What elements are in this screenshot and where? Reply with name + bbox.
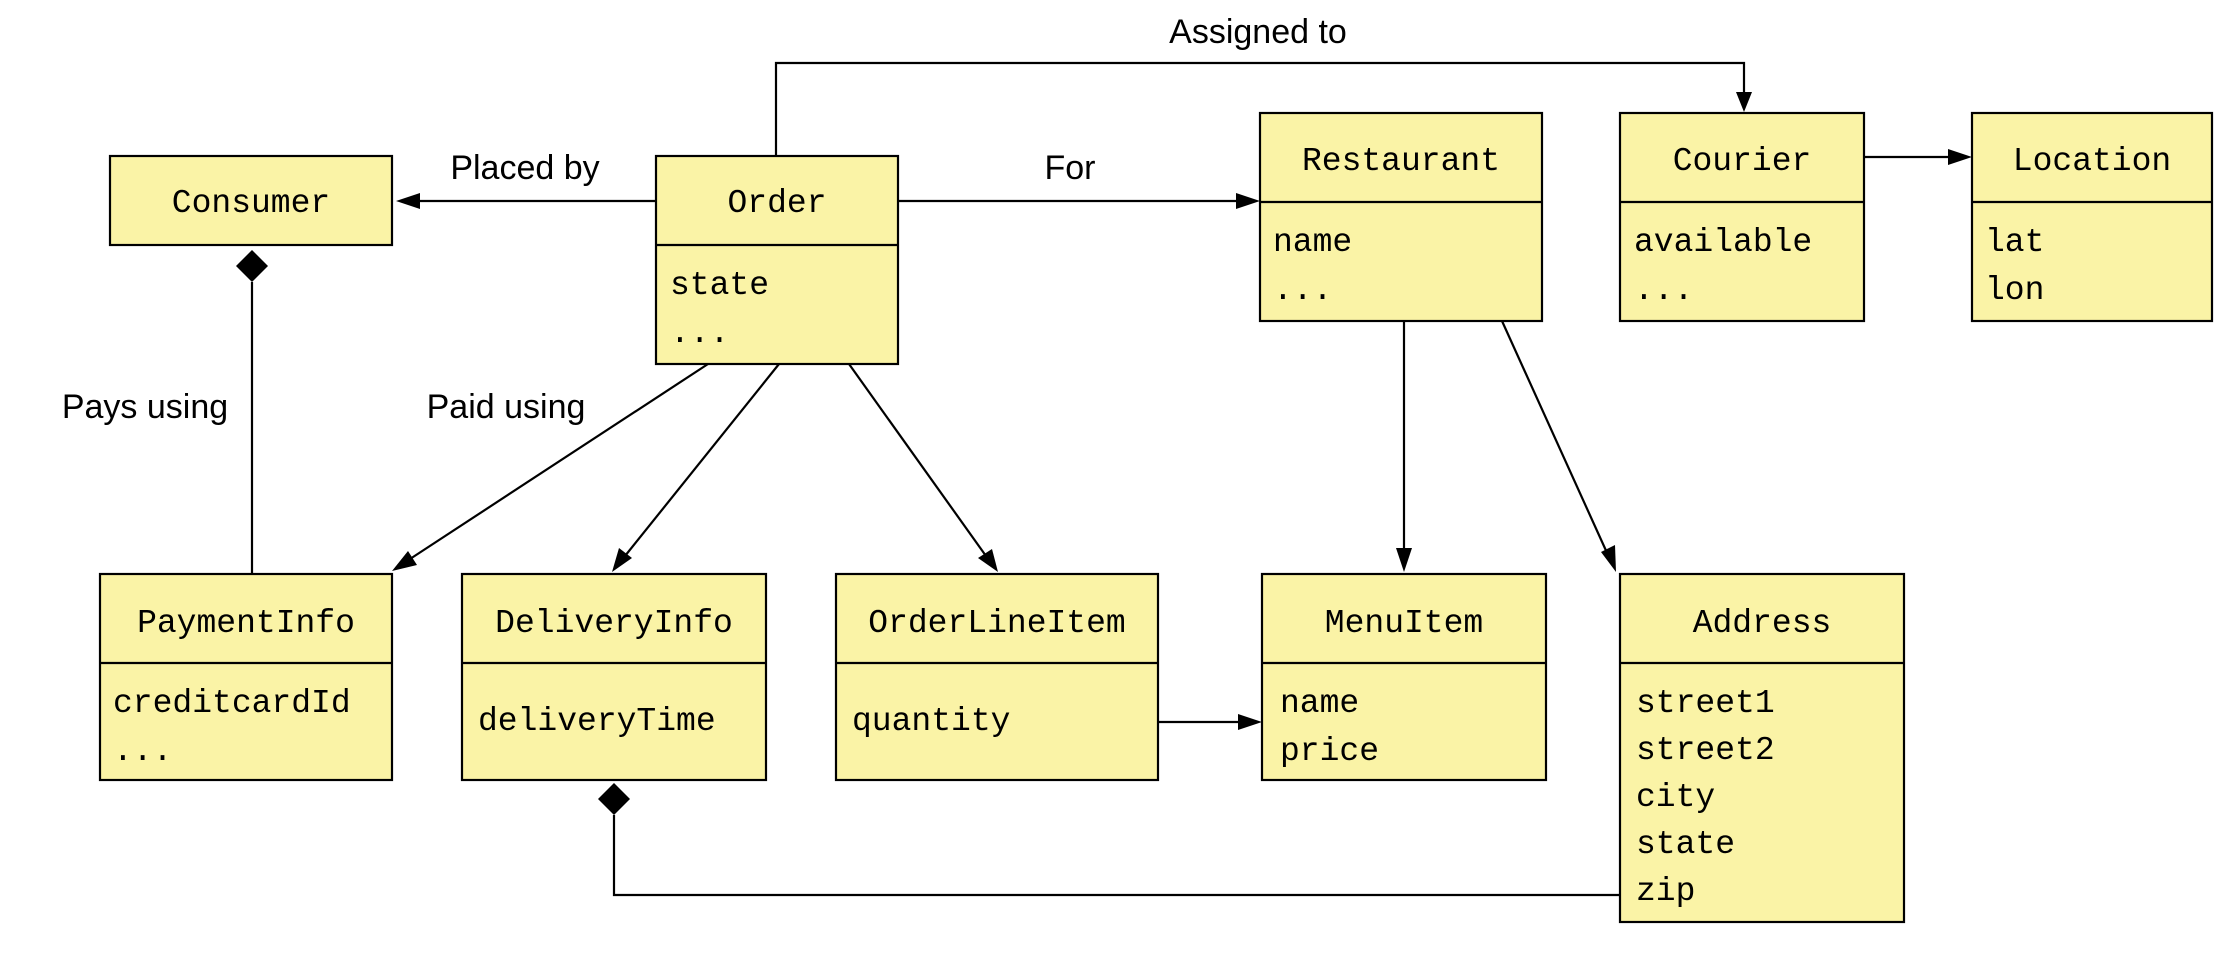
class-restaurant-attr: ... xyxy=(1273,272,1332,309)
class-paymentinfo: PaymentInfo creditcardId ... xyxy=(98,572,394,782)
edge-deliveryinfo-address xyxy=(612,815,1620,897)
class-deliveryinfo-attr: deliveryTime xyxy=(478,703,716,740)
arrowhead-order-courier xyxy=(1736,92,1752,112)
class-courier-attr: ... xyxy=(1634,272,1693,309)
arrowhead-order-paymentinfo xyxy=(392,551,417,571)
class-restaurant: Restaurant name ... xyxy=(1258,111,1544,323)
class-paymentinfo-name: PaymentInfo xyxy=(137,605,355,642)
class-menuitem: MenuItem name price xyxy=(1260,572,1548,782)
class-paymentinfo-attr: creditcardId xyxy=(113,685,351,722)
class-location-name: Location xyxy=(2013,143,2171,180)
class-courier-attr: available xyxy=(1634,224,1812,261)
class-location-attr: lon xyxy=(1985,272,2044,309)
class-orderlineitem: OrderLineItem quantity xyxy=(834,572,1160,782)
label-paid-using: Paid using xyxy=(427,388,586,426)
class-consumer: Consumer xyxy=(108,154,394,247)
arrowhead-order-restaurant xyxy=(1236,193,1260,209)
class-address-attr: street2 xyxy=(1636,732,1775,769)
arrowhead-orderlineitem-menuitem xyxy=(1238,714,1262,730)
class-consumer-name: Consumer xyxy=(172,185,330,222)
label-for: For xyxy=(1045,149,1096,187)
label-pays-using: Pays using xyxy=(62,388,228,426)
arrowhead-order-consumer xyxy=(396,193,420,209)
class-location-attr: lat xyxy=(1985,224,2044,261)
class-order-name: Order xyxy=(727,185,826,222)
class-address: Address street1 street2 city state zip xyxy=(1618,572,1906,924)
arrowhead-order-orderlineitem xyxy=(978,549,998,572)
edge-restaurant-address xyxy=(1500,320,1610,556)
composition-diamond-consumer xyxy=(236,250,268,282)
class-order-attr: state xyxy=(670,267,769,304)
arrowhead-order-deliveryinfo xyxy=(612,548,632,572)
class-order-attr: ... xyxy=(670,315,729,352)
class-address-attr: street1 xyxy=(1636,685,1775,722)
edge-order-orderlineitem xyxy=(848,363,987,557)
arrowhead-courier-location xyxy=(1948,149,1972,165)
class-address-attr: zip xyxy=(1636,873,1695,910)
class-orderlineitem-attr: quantity xyxy=(852,703,1010,740)
class-address-attr: state xyxy=(1636,826,1735,863)
arrowhead-restaurant-address xyxy=(1601,545,1616,572)
class-restaurant-attr: name xyxy=(1273,224,1352,261)
edge-order-deliveryinfo xyxy=(624,363,780,557)
class-menuitem-attr: name xyxy=(1280,685,1359,722)
class-menuitem-name: MenuItem xyxy=(1325,605,1483,642)
class-orderlineitem-name: OrderLineItem xyxy=(868,605,1125,642)
composition-diamond-deliveryinfo xyxy=(598,783,630,815)
class-address-attr: city xyxy=(1636,779,1715,816)
class-location: Location lat lon xyxy=(1970,111,2214,323)
edge-order-courier xyxy=(774,61,1746,156)
label-placed-by: Placed by xyxy=(450,149,599,187)
class-menuitem-attr: price xyxy=(1280,733,1379,770)
class-restaurant-name: Restaurant xyxy=(1302,143,1500,180)
class-courier: Courier available ... xyxy=(1618,111,1866,323)
class-order: Order state ... xyxy=(654,154,900,366)
edge-order-paymentinfo xyxy=(409,363,709,560)
class-deliveryinfo: DeliveryInfo deliveryTime xyxy=(460,572,768,782)
class-paymentinfo-attr: ... xyxy=(113,733,172,770)
label-assigned-to: Assigned to xyxy=(1169,13,1347,51)
class-courier-name: Courier xyxy=(1673,143,1812,180)
class-address-name: Address xyxy=(1693,605,1832,642)
arrowhead-restaurant-menuitem xyxy=(1396,548,1412,572)
class-deliveryinfo-name: DeliveryInfo xyxy=(495,605,733,642)
